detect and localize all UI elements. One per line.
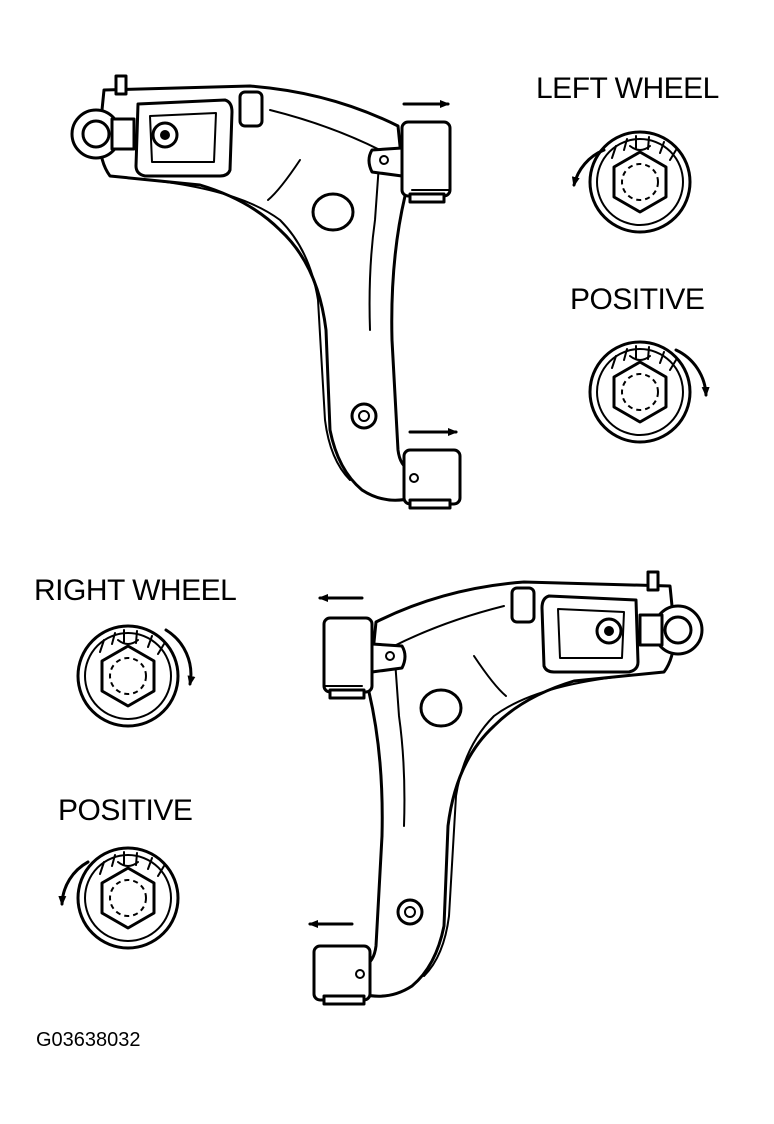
left-wheel-positive-label: POSITIVE <box>570 283 705 316</box>
right-wheel-positive-label: POSITIVE <box>58 794 193 827</box>
left-wheel-title: LEFT WHEEL <box>536 72 719 105</box>
counterclockwise-arrow-icon <box>58 860 90 906</box>
left-wheel-control-arm <box>70 74 462 510</box>
clockwise-arrow-icon <box>674 348 710 397</box>
figure-id: G03638032 <box>36 1029 141 1051</box>
counterclockwise-arrow-icon <box>571 148 606 187</box>
right-wheel-positive-cam-bolt <box>76 846 180 950</box>
clockwise-arrow-icon <box>164 628 196 686</box>
right-wheel-control-arm <box>312 570 704 1006</box>
left-wheel-cam-bolt <box>588 130 692 234</box>
right-wheel-cam-bolt <box>76 624 180 728</box>
left-wheel-positive-cam-bolt <box>588 340 692 444</box>
right-wheel-title: RIGHT WHEEL <box>34 574 237 607</box>
